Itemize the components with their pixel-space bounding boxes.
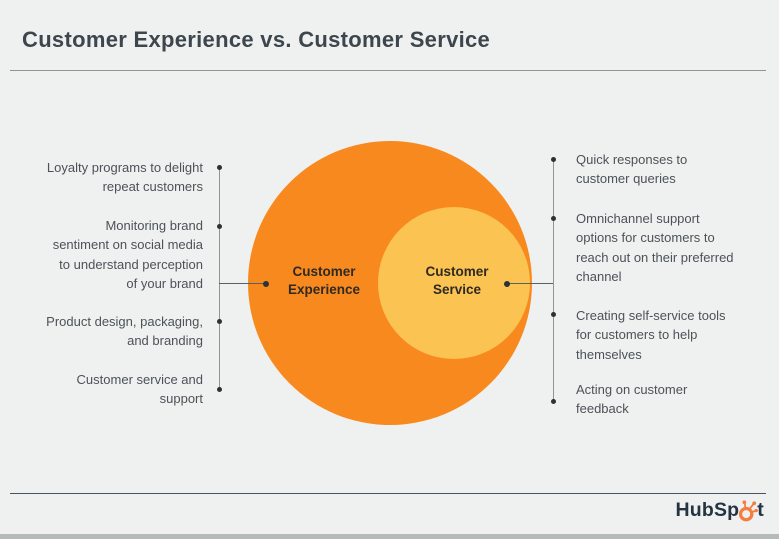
item-line: Customer service and [76,372,203,387]
item-line: Product design, packaging, [46,314,203,329]
item-line: of your brand [126,275,203,291]
logo-text-suffix: t [757,499,764,521]
left-rail-line [219,168,220,390]
list-item: Acting on customer feedback [576,380,776,419]
list-marker-dot [551,399,556,404]
label-line: Customer [292,264,356,279]
item-line: Quick responses to [576,152,688,167]
list-item: Monitoring brand sentiment on social med… [7,216,203,293]
top-divider [10,70,766,71]
label-line: Experience [287,282,361,297]
item-line: Loyalty programs to delight [46,160,203,175]
customer-experience-label: Customer Experience [259,263,389,299]
item-line: Acting on customer [576,382,688,397]
list-item: Customer service and support [7,370,203,409]
list-marker-dot [551,157,556,162]
label-line: Service [432,282,482,297]
item-line: and branding [127,333,203,349]
list-marker-dot [217,387,222,392]
item-line: to understand perception [59,256,203,272]
item-line: Creating self-service tools [576,308,726,323]
right-connector-dot [504,281,510,287]
left-connector-line [219,283,266,284]
list-item: Loyalty programs to delight repeat custo… [7,158,203,197]
list-item: Product design, packaging, and branding [7,312,203,351]
item-line: sentiment on social media [52,237,203,253]
list-item: Creating self-service tools for customer… [576,306,776,364]
bottom-divider [10,493,766,494]
item-line: options for customers to [576,230,715,246]
item-line: Monitoring brand [105,218,203,233]
right-connector-line [507,283,553,284]
hubspot-sprocket-icon [739,500,759,522]
item-line: repeat customers [102,179,203,195]
item-line: support [159,391,203,407]
item-line: Omnichannel support [576,211,700,226]
list-marker-dot [551,216,556,221]
item-line: customer queries [576,171,676,187]
label-line: Customer [425,264,489,279]
list-marker-dot [551,312,556,317]
list-marker-dot [217,224,222,229]
list-marker-dot [217,165,222,170]
item-line: channel [576,268,622,284]
bottom-edge-strip [0,534,779,539]
list-item: Quick responses to customer queries [576,150,776,189]
item-line: themselves [576,346,642,362]
left-connector-dot [263,281,269,287]
hubspot-logo: HubSp t [675,498,764,522]
customer-service-label: Customer Service [392,263,522,299]
item-line: reach out on their preferred [576,249,734,265]
list-marker-dot [217,319,222,324]
list-item: Omnichannel support options for customer… [576,209,776,286]
page-title: Customer Experience vs. Customer Service [22,27,491,52]
logo-text-prefix: HubSp [675,499,740,521]
item-line: feedback [576,401,629,417]
right-rail-line [553,160,554,402]
item-line: for customers to help [576,327,698,343]
